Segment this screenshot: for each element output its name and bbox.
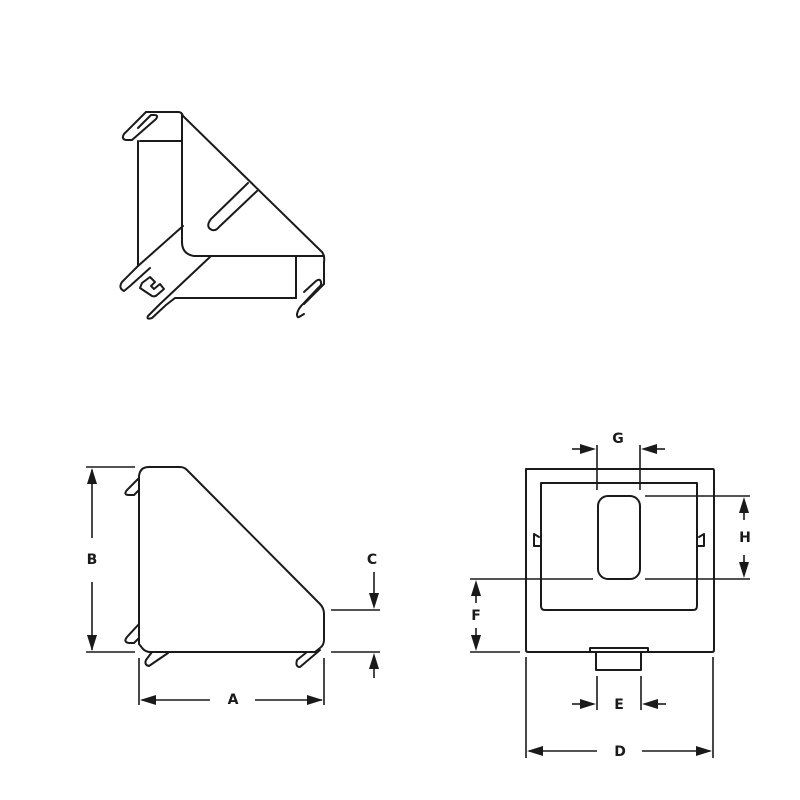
isometric-bracket-outline xyxy=(119,111,326,320)
dimension-label-a: A xyxy=(227,692,239,708)
dimension-label-e: E xyxy=(614,697,624,713)
dimension-arrows-side xyxy=(87,468,379,705)
side-bracket-outline xyxy=(124,466,325,668)
dimension-label-d: D xyxy=(614,744,626,760)
dimension-label-c: C xyxy=(366,552,378,568)
front-bracket-outline xyxy=(525,468,715,671)
dimension-label-g: G xyxy=(612,431,624,447)
dimension-label-f: F xyxy=(471,608,481,624)
dimension-label-h: H xyxy=(739,530,751,546)
dimension-label-b: B xyxy=(86,552,98,568)
dimension-arrows-front xyxy=(471,444,749,756)
dimension-lines-front xyxy=(470,445,750,758)
